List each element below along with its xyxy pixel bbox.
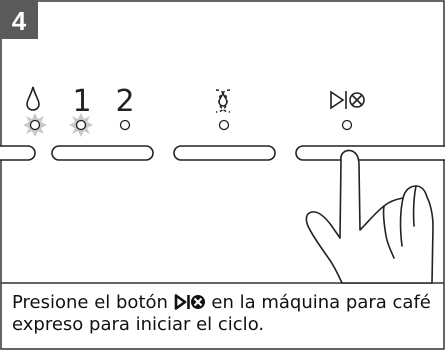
water-drop-indicator bbox=[23, 113, 47, 137]
pressing-hand bbox=[305, 149, 434, 284]
panel-button-start-cancel[interactable] bbox=[295, 145, 445, 161]
indicator-start-cancel bbox=[341, 119, 353, 131]
start-cancel-icon bbox=[330, 90, 365, 110]
instruction-caption: Presione el botón en la máquina para caf… bbox=[12, 292, 438, 336]
caption-text-before: Presione el botón bbox=[12, 292, 168, 313]
panel-button-left-partial[interactable] bbox=[0, 145, 36, 161]
caption-text-after: en la máquina para café expreso para ini… bbox=[12, 292, 431, 335]
start-cancel-icon bbox=[174, 294, 205, 310]
indicator-1 bbox=[69, 113, 93, 137]
indicator-2 bbox=[119, 119, 131, 131]
descale-icon bbox=[215, 89, 231, 113]
panel-button-cup-size[interactable] bbox=[51, 145, 154, 161]
panel-button-descale[interactable] bbox=[173, 145, 276, 161]
indicator-descale bbox=[218, 119, 230, 131]
button-number-1: 1 bbox=[72, 84, 91, 119]
water-drop-icon bbox=[26, 86, 40, 111]
step-number: 4 bbox=[12, 6, 27, 36]
step-badge: 4 bbox=[0, 0, 38, 39]
button-number-2: 2 bbox=[115, 84, 134, 119]
